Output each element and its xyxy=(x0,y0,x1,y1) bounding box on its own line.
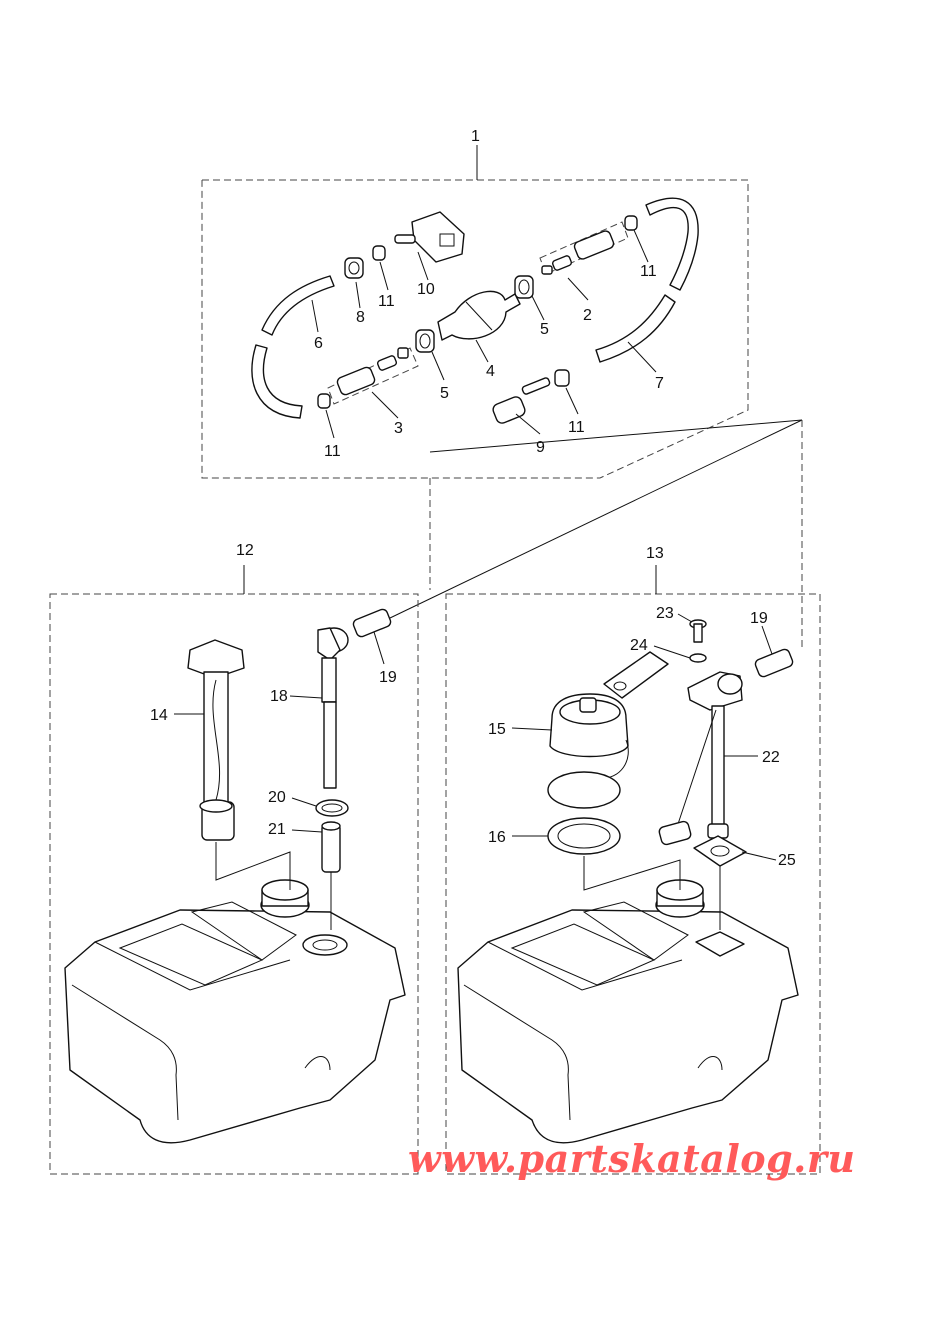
callout-11-bottom-left: 11 xyxy=(324,443,341,460)
callout-8: 8 xyxy=(356,309,365,326)
callout-9: 9 xyxy=(536,439,545,456)
callout-19-right: 19 xyxy=(750,610,768,627)
tank-12-frame xyxy=(49,565,419,1175)
fuel-cap-15 xyxy=(547,693,629,809)
fuel-gauge-14 xyxy=(187,639,291,890)
callout-7: 7 xyxy=(655,375,664,392)
callout-5-upper: 5 xyxy=(540,321,549,338)
leader-lines xyxy=(174,229,777,861)
callout-18: 18 xyxy=(270,688,288,705)
callout-25: 25 xyxy=(778,852,796,869)
routing-lines xyxy=(389,419,803,650)
callout-10: 10 xyxy=(417,281,435,298)
clip-11-top-left xyxy=(372,245,386,261)
hose-7 xyxy=(595,197,699,363)
callout-4: 4 xyxy=(486,363,495,380)
connector-10 xyxy=(394,211,465,263)
hose-6 xyxy=(251,275,335,419)
screw-23 xyxy=(689,619,707,643)
gasket-25 xyxy=(693,835,747,930)
connector-3 xyxy=(327,347,419,405)
callout-24: 24 xyxy=(630,637,648,654)
callout-16: 16 xyxy=(488,829,506,846)
strainer-21 xyxy=(321,821,341,930)
watermark-text: www.partskatalog.ru xyxy=(408,1136,856,1181)
callout-21: 21 xyxy=(268,821,286,838)
clip-11-top-right xyxy=(624,215,638,231)
callout-12: 12 xyxy=(236,542,254,559)
gauge-unit-22 xyxy=(658,671,743,846)
callout-11-top-right: 11 xyxy=(640,263,657,280)
callout-20: 20 xyxy=(268,789,286,806)
callout-13: 13 xyxy=(646,545,664,562)
label-plate xyxy=(603,651,669,699)
callout-19-left: 19 xyxy=(379,669,397,686)
clip-11-bottom-mid xyxy=(554,369,570,387)
connector-19-right xyxy=(754,648,794,678)
callout-14: 14 xyxy=(150,707,168,724)
connector-9 xyxy=(492,377,551,424)
clip-11-bottom-left xyxy=(317,393,331,409)
callout-3: 3 xyxy=(394,420,403,437)
callout-23: 23 xyxy=(656,605,674,622)
callout-1: 1 xyxy=(471,128,480,145)
callout-5-lower: 5 xyxy=(440,385,449,402)
connector-19-left xyxy=(352,608,392,638)
callout-2: 2 xyxy=(583,307,592,324)
fitting-8 xyxy=(344,257,364,279)
callout-22: 22 xyxy=(762,749,780,766)
tank-13-frame xyxy=(445,565,821,1175)
connector-2 xyxy=(539,221,629,275)
fitting-5-lower xyxy=(415,329,435,353)
fitting-5-upper xyxy=(514,275,534,299)
o-ring-20 xyxy=(315,799,349,817)
callouts: 1 2 3 4 5 5 6 7 8 9 10 11 11 11 11 12 13… xyxy=(150,128,796,869)
gasket-16 xyxy=(547,817,681,891)
washer-24 xyxy=(689,653,707,663)
fuel-line-assembly-frame xyxy=(201,145,749,479)
callout-11-top-left: 11 xyxy=(378,293,395,310)
callout-6: 6 xyxy=(314,335,323,352)
callout-11-bottom-mid: 11 xyxy=(568,419,585,436)
fuel-tank-left xyxy=(64,879,406,1144)
callout-15: 15 xyxy=(488,721,506,738)
fuel-tank-right xyxy=(457,879,799,1144)
elbow-18 xyxy=(317,627,349,789)
primer-bulb-4 xyxy=(437,290,521,341)
